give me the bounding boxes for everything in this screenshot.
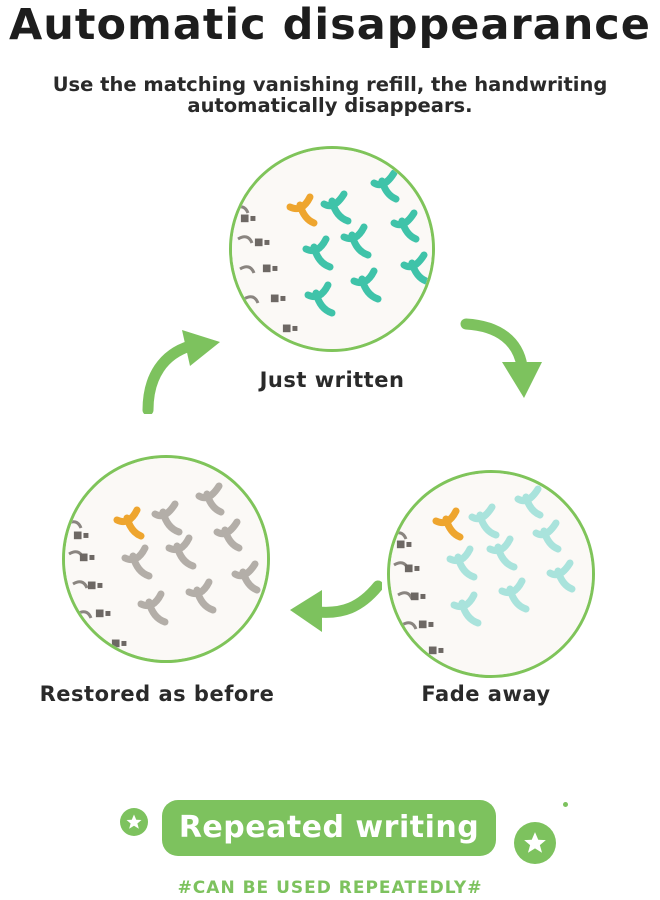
repeated-writing-badge: Repeated writing — [162, 800, 496, 856]
fade-away-image: ■▪ ■▪ ■▪ ■▪ ■▪ — [387, 470, 595, 678]
svg-text:■▪: ■▪ — [95, 608, 111, 619]
footer-note: #CAN BE USED REPEATEDLY# — [177, 878, 483, 898]
svg-text:■▪: ■▪ — [418, 619, 434, 630]
decorative-dot — [563, 802, 568, 807]
star-icon — [524, 832, 546, 853]
svg-text:■▪: ■▪ — [396, 539, 412, 550]
just-written-image: ■▪ ■▪ ■▪ ■▪ ■▪ — [229, 146, 435, 352]
svg-text:■▪: ■▪ — [111, 638, 127, 649]
subtitle-line-1: Use the matching vanishing refill, the h… — [52, 73, 608, 96]
svg-text:■▪: ■▪ — [79, 552, 95, 563]
notebook-illustration-faded: ■▪ ■▪ ■▪ ■▪ ■▪ — [390, 473, 592, 675]
page-title: Automatic disappearance — [9, 0, 651, 50]
stage-label-just-written: Just written — [259, 368, 405, 392]
stage-label-restored: Restored as before — [39, 682, 275, 706]
svg-text:■▪: ■▪ — [240, 213, 256, 224]
star-badge-left — [120, 808, 148, 836]
svg-text:■▪: ■▪ — [270, 293, 286, 304]
notebook-illustration-restored: ■▪ ■▪ ■▪ ■▪ ■▪ — [65, 458, 267, 660]
svg-text:■▪: ■▪ — [73, 530, 89, 541]
subtitle-line-2: automatically disappears. — [187, 94, 473, 117]
svg-text:■▪: ■▪ — [87, 580, 103, 591]
star-badge-right — [514, 822, 556, 864]
svg-text:■▪: ■▪ — [262, 263, 278, 274]
arrow-down-right-icon — [460, 318, 542, 398]
notebook-illustration-written: ■▪ ■▪ ■▪ ■▪ ■▪ — [232, 149, 432, 349]
page-subtitle: Use the matching vanishing refill, the h… — [20, 74, 640, 116]
star-icon — [126, 814, 142, 829]
svg-text:■▪: ■▪ — [282, 323, 298, 334]
stage-label-fade-away: Fade away — [421, 682, 551, 706]
svg-text:■▪: ■▪ — [428, 645, 444, 656]
arrow-up-right-icon — [142, 330, 220, 414]
restored-image: ■▪ ■▪ ■▪ ■▪ ■▪ — [62, 455, 270, 663]
svg-text:■▪: ■▪ — [254, 237, 270, 248]
svg-text:■▪: ■▪ — [404, 563, 420, 574]
arrow-left-icon — [290, 580, 382, 632]
svg-text:■▪: ■▪ — [410, 591, 426, 602]
